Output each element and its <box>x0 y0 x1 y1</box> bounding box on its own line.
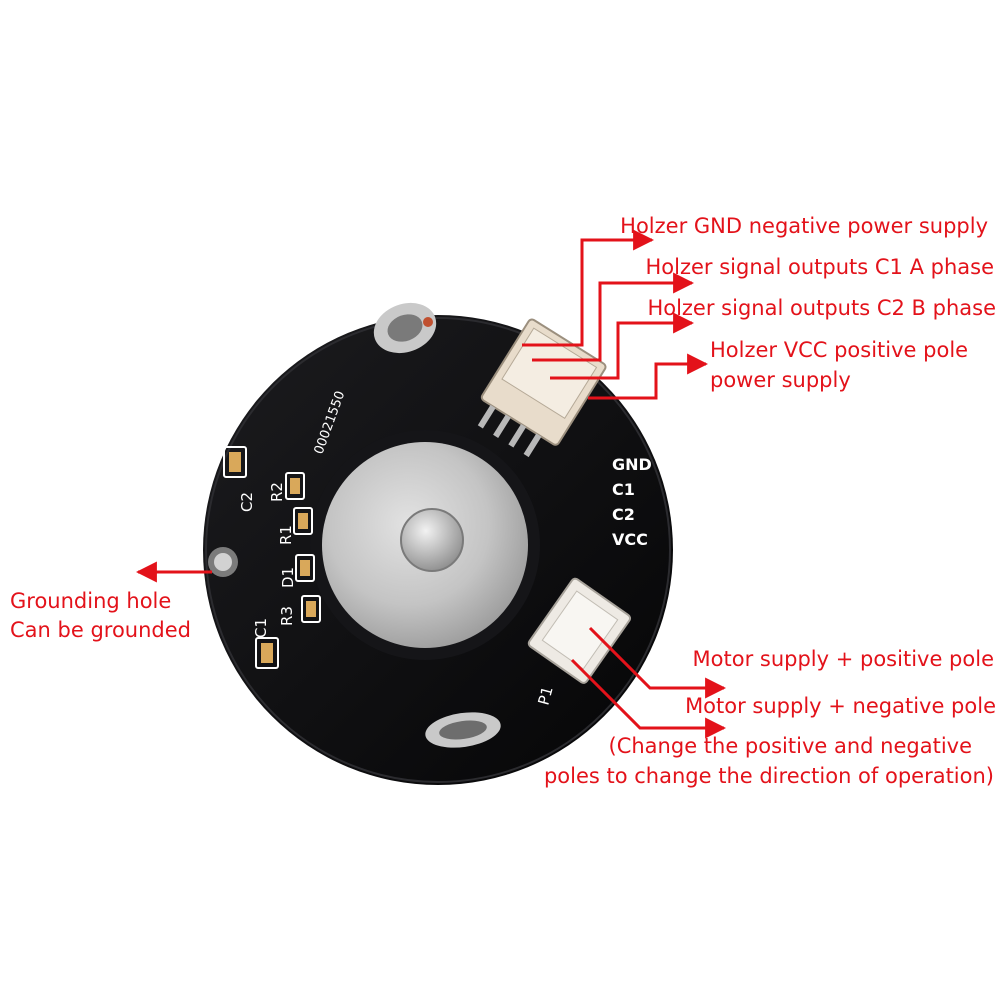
leader-motor-neg <box>570 658 727 739</box>
label-hall-vcc-line1: Holzer VCC positive pole <box>710 338 969 362</box>
pin-label-vcc: VCC <box>612 530 648 549</box>
label-note-line2: poles to change the direction of operati… <box>543 764 994 788</box>
smd-pads <box>229 452 316 663</box>
label-motor-pos: Motor supply + positive pole <box>692 647 994 671</box>
leader-hall-c1 <box>532 272 695 362</box>
grounding-hole <box>208 547 238 577</box>
component-label-d1: D1 <box>279 567 297 588</box>
motor-shaft <box>400 508 464 572</box>
component-label-c1: C1 <box>252 618 270 638</box>
component-label-r2: R2 <box>268 482 286 502</box>
component-label-r3: R3 <box>278 606 296 626</box>
label-grounding-line1: Grounding hole <box>10 589 172 613</box>
power-connector-p1 <box>527 577 632 684</box>
leader-lines <box>135 229 727 739</box>
pin-label-c2: C2 <box>612 505 635 524</box>
label-motor-neg: Motor supply + negative pole <box>685 694 996 718</box>
component-label-c2: C2 <box>238 492 256 512</box>
label-hall-gnd: Holzer GND negative power supply <box>620 214 988 238</box>
connector-label-p1: P1 <box>534 684 556 707</box>
label-hall-c2: Holzer signal outputs C2 B phase <box>647 296 996 320</box>
label-hall-c1: Holzer signal outputs C1 A phase <box>645 255 994 279</box>
solder-pad-bottom <box>425 712 501 748</box>
label-note-line1: (Change the positive and negative <box>608 734 972 758</box>
leader-hall-vcc <box>588 353 709 400</box>
leader-hall-c2 <box>550 312 695 380</box>
component-label-r1: R1 <box>277 525 295 545</box>
hall-connector <box>477 318 607 458</box>
pin-label-gnd: GND <box>612 455 652 474</box>
label-hall-vcc-line2: power supply <box>710 368 851 392</box>
solder-pad-top <box>373 302 437 354</box>
smd-components <box>223 446 321 669</box>
leader-motor-pos <box>588 626 727 699</box>
leader-hall-gnd <box>522 229 655 347</box>
pin-label-c1: C1 <box>612 480 635 499</box>
label-grounding-line2: Can be grounded <box>10 618 191 642</box>
